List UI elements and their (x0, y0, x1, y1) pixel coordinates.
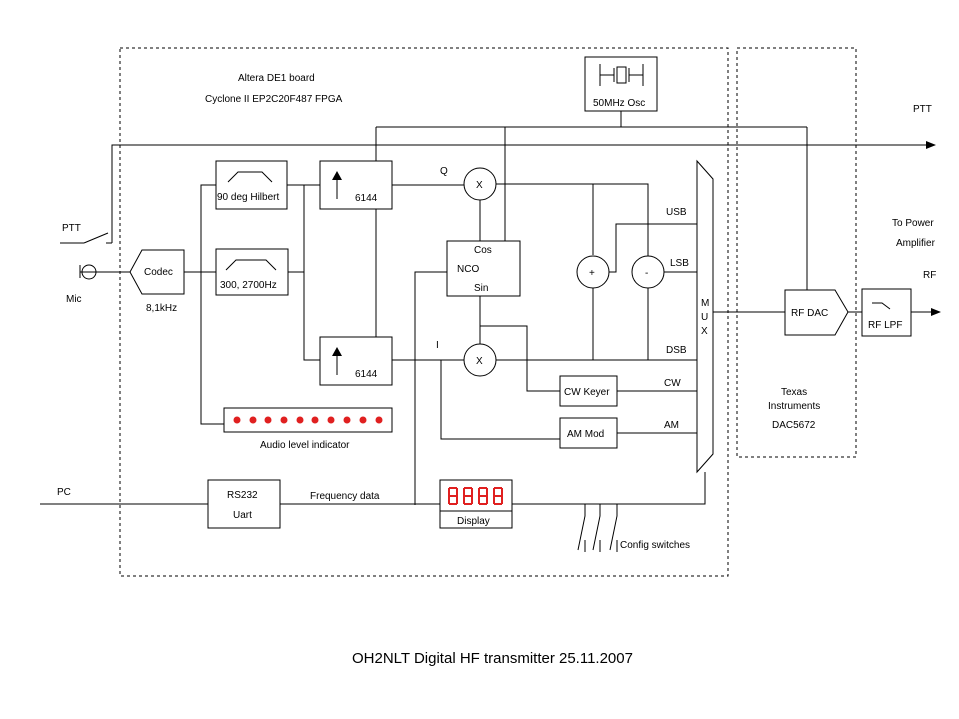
adder-symbol: + (589, 268, 595, 279)
cw-keyer-label: CW Keyer (564, 387, 610, 398)
am-mod-label: AM Mod (567, 429, 604, 440)
adder: + (576, 255, 610, 289)
mux-label-m: M (701, 298, 709, 309)
uart-label: Uart (233, 510, 252, 521)
amplifier-label: Amplifier (896, 238, 936, 249)
hilbert-feed-line (200, 184, 224, 425)
nco-sin-label: Sin (474, 283, 488, 294)
q-mixer: X (463, 167, 497, 201)
q-mixer-output (496, 183, 649, 259)
mic-line (79, 265, 130, 278)
i-interpolator-label: 6144 (355, 369, 378, 380)
am-label: AM (664, 420, 679, 431)
bandpass-to-i-line (303, 272, 320, 361)
mic-label: Mic (66, 294, 82, 305)
pc-label: PC (57, 487, 71, 498)
i-mixer: X (463, 343, 497, 377)
q-interpolator-label: 6144 (355, 193, 378, 204)
subtractor: - (631, 255, 665, 289)
i-mixer-symbol: X (476, 356, 483, 367)
i-interpolator-block: 6144 (319, 336, 393, 386)
diagram-title: OH2NLT Digital HF transmitter 25.11.2007 (352, 650, 633, 667)
bandpass-label: 300, 2700Hz (220, 280, 277, 291)
ptt-line (111, 141, 936, 243)
ti-line3: DAC5672 (772, 420, 816, 431)
ptt-output-label: PTT (913, 104, 932, 115)
board-fpga: Cyclone II EP2C20F487 FPGA (205, 94, 343, 105)
digit-1 (448, 487, 458, 505)
digit-2 (463, 487, 473, 505)
rf-dac-block: RF DAC (784, 289, 849, 336)
dsb-label: DSB (666, 345, 687, 356)
mux-config-line (617, 472, 706, 505)
ti-line1: Texas (781, 387, 807, 398)
digit-4 (493, 487, 503, 505)
mux-label-x: X (701, 326, 708, 337)
oscillator-label: 50MHz Osc (593, 98, 645, 109)
config-switches: Config switches (577, 504, 690, 552)
audio-level-indicator: Audio level indicator (223, 407, 393, 451)
am-mod-block: AM Mod (559, 417, 618, 449)
nco-block: Cos NCO Sin (446, 240, 521, 297)
to-power-label: To Power (892, 218, 934, 229)
rf-lpf-block: RF LPF (861, 288, 912, 337)
lsb-label: LSB (670, 258, 689, 269)
ptt-input-label: PTT (62, 223, 81, 234)
usb-label: USB (666, 207, 687, 218)
codec-label: Codec (144, 267, 173, 278)
config-switches-label: Config switches (620, 540, 690, 551)
i-label: I (436, 340, 439, 351)
freq-data-bus (414, 271, 447, 505)
mux-block: M U X (696, 159, 714, 474)
q-mixer-symbol: X (476, 180, 483, 191)
rf-lpf-label: RF LPF (868, 320, 902, 331)
nco-label: NCO (457, 264, 479, 275)
clock-bus (375, 111, 808, 290)
ti-line2: Instruments (768, 401, 820, 412)
bandpass-to-hilbert-line (287, 184, 305, 273)
rf-label: RF (923, 270, 936, 281)
ptt-switch (60, 232, 112, 244)
codec-block: Codec 8,1kHz (129, 249, 185, 314)
mic-icon (81, 264, 97, 280)
rs232-block: RS232 Uart (207, 479, 281, 529)
freq-data-label: Frequency data (310, 491, 380, 502)
cw-label: CW (664, 378, 681, 389)
hilbert-filter-block: 90 deg Hilbert (215, 160, 288, 210)
audio-level-label: Audio level indicator (260, 440, 350, 451)
display-label: Display (457, 516, 490, 527)
nco-sin-line (479, 296, 560, 392)
mux-label-u: U (701, 312, 708, 323)
subtractor-symbol: - (645, 268, 648, 279)
usb-line (609, 223, 697, 273)
i-to-am-line (440, 360, 560, 440)
oscillator-block: 50MHz Osc (584, 56, 658, 112)
q-label: Q (440, 166, 448, 177)
hilbert-label: 90 deg Hilbert (217, 192, 279, 203)
seven-segment-display: Display (439, 479, 513, 529)
rs232-label: RS232 (227, 490, 258, 501)
codec-rate-label: 8,1kHz (146, 303, 177, 314)
cw-keyer-block: CW Keyer (559, 375, 618, 407)
bandpass-filter-block: 300, 2700Hz (215, 248, 289, 296)
nco-cos-label: Cos (474, 245, 492, 256)
rf-dac-label: RF DAC (791, 308, 828, 319)
board-name: Altera DE1 board (238, 73, 315, 84)
q-interpolator-block: 6144 (319, 160, 393, 210)
digit-3 (478, 487, 488, 505)
